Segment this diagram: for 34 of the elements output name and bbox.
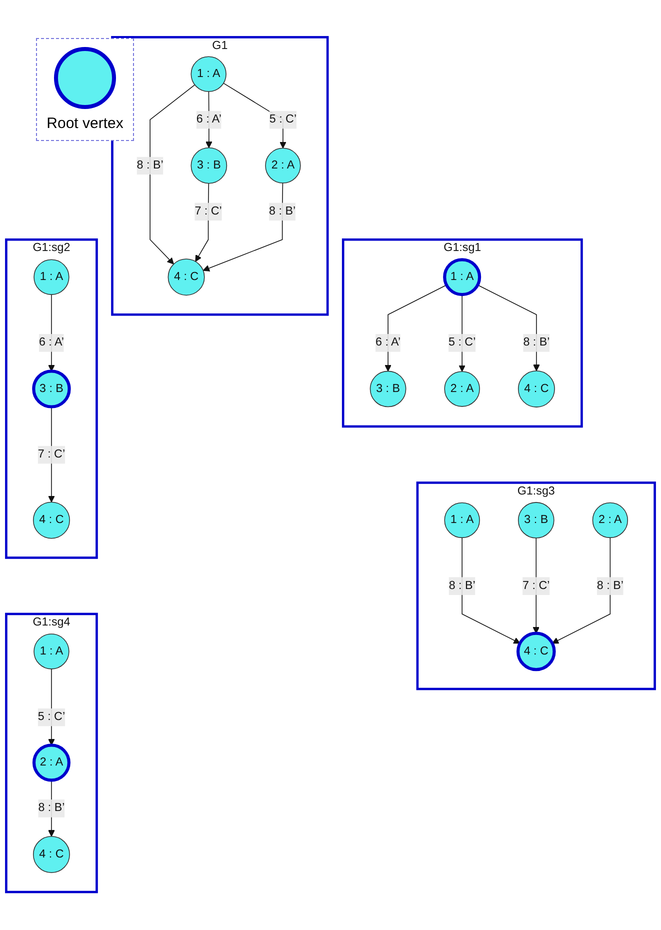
node-circle: 4 : C: [516, 632, 556, 672]
node-circle: 1 : A: [190, 56, 226, 92]
edge-label: 6 : A’: [196, 112, 222, 126]
node-circle: 2 : A: [444, 372, 480, 408]
node-circle: 3 : B: [32, 370, 71, 409]
node-circle: 3 : B: [370, 371, 406, 408]
node-circle: 1 : A: [34, 260, 70, 296]
edge-label: 5 : C’: [269, 112, 297, 126]
node-circle: 2 : A: [265, 148, 301, 184]
node-circle: 3 : B: [518, 502, 554, 539]
edge-label: 8 : B’: [448, 579, 476, 592]
edge-label: 8 : B’: [38, 801, 65, 815]
node-circle: 4 : C: [32, 502, 70, 540]
edge-label: 8 : B’: [136, 158, 164, 172]
node-circle: 3 : B: [190, 148, 228, 184]
arrow: [150, 84, 196, 265]
node-circle: 4 : C: [32, 836, 70, 874]
node-circle: 1 : A: [443, 258, 482, 297]
edge-label: 8 : B’: [523, 336, 550, 350]
node-circle: 1 : A: [34, 634, 70, 670]
node-circle: 2 : A: [592, 502, 628, 538]
edge-label: 5 : C’: [448, 336, 476, 350]
edge-label: 7 : C’: [194, 204, 222, 218]
edge-label: 8 : B’: [596, 579, 624, 592]
edge-label: 8 : B’: [269, 204, 296, 218]
edge-label: 7 : C’: [38, 448, 66, 461]
edge-label: 5 : C’: [38, 710, 66, 724]
edge-label: 6 : A’: [376, 336, 401, 350]
node-circle: 4 : C: [168, 259, 205, 296]
edge-label: 6 : A’: [38, 336, 64, 350]
node-circle: 1 : A: [444, 502, 480, 538]
node-circle: 4 : C: [518, 370, 555, 408]
node-circle: 2 : A: [32, 744, 70, 782]
edge-label: 7 : C’: [522, 579, 550, 592]
